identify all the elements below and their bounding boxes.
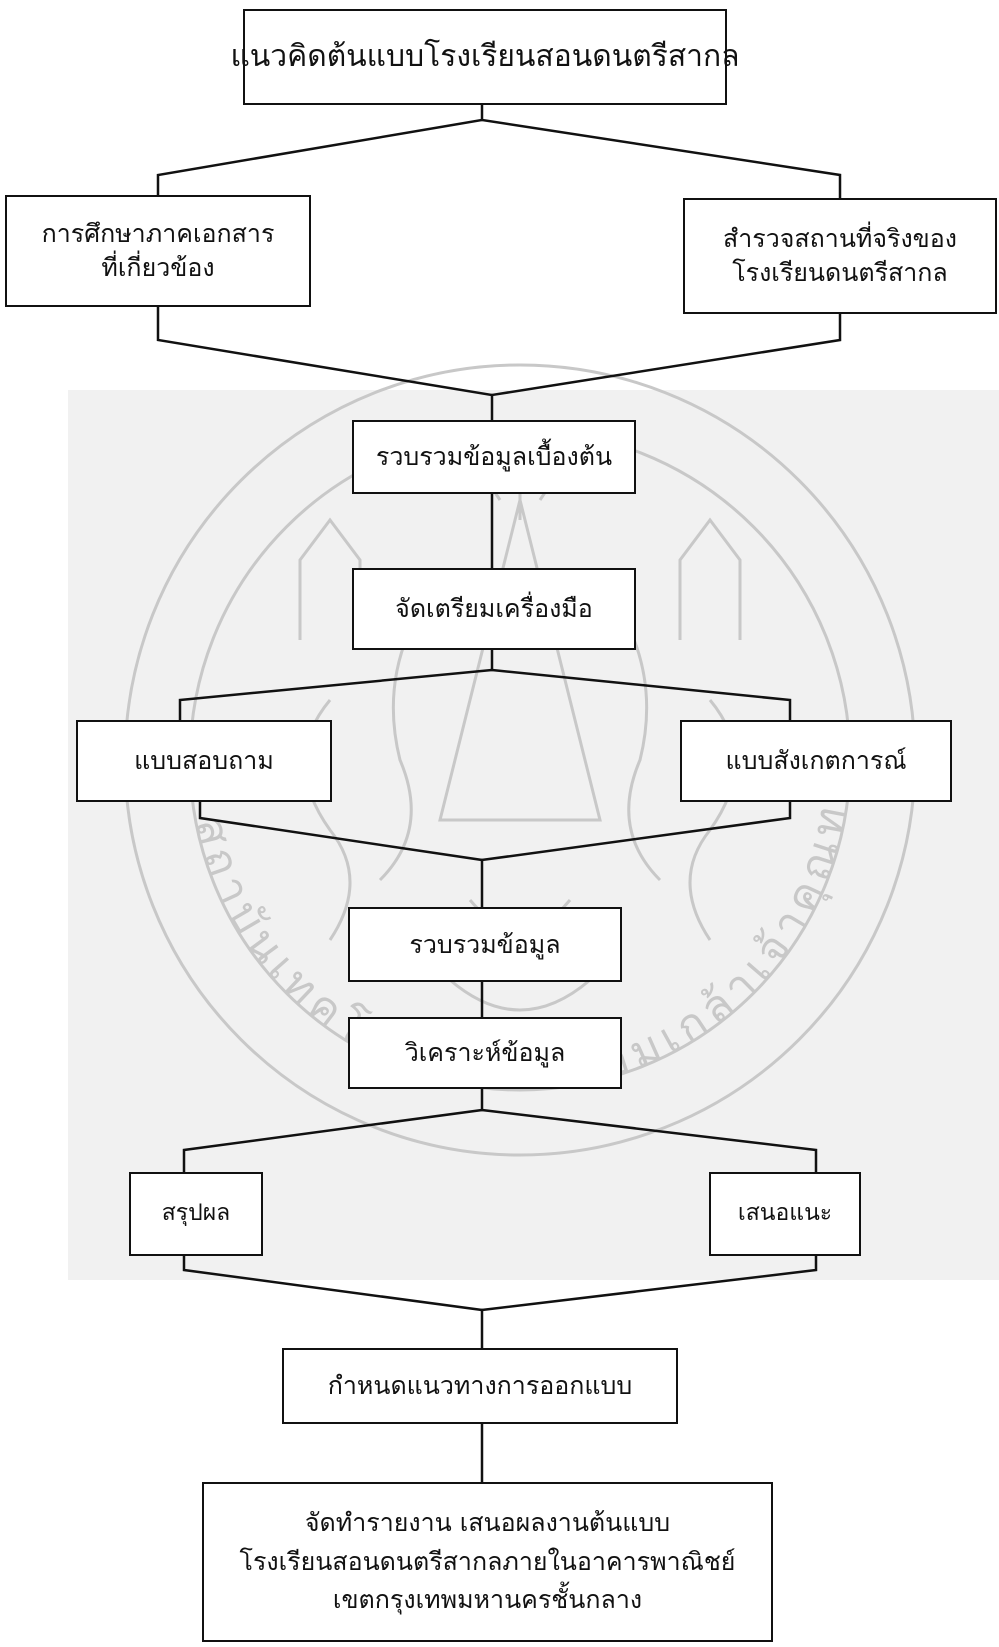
suggestion-text: เสนอแนะ — [737, 1200, 833, 1227]
prepare-tools-box: จัดเตรียมเครื่องมือ — [352, 568, 636, 650]
title-box: แนวคิดต้นแบบโรงเรียนสอนดนตรีสากล — [230, 9, 740, 105]
collect-preliminary-text: รวบรวมข้อมูลเบื้องต้น — [375, 442, 613, 472]
report-line3: เขตกรุงเทพมหานครชั้นกลาง — [332, 1585, 643, 1615]
questionnaire-text: แบบสอบถาม — [134, 746, 274, 776]
collect-data-text: รวบรวมข้อมูล — [409, 929, 561, 959]
observation-text: แบบสังเกตการณ์ — [725, 746, 907, 776]
study-documents-box: การศึกษาภาคเอกสาร ที่เกี่ยวข้อง — [5, 195, 311, 307]
suggestion-box: เสนอแนะ — [709, 1172, 861, 1256]
report-line2: โรงเรียนสอนดนตรีสากลภายในอาคารพาณิชย์ — [239, 1546, 736, 1576]
site-survey-line1: สำรวจสถานที่จริงของ — [722, 224, 957, 254]
questionnaire-box: แบบสอบถาม — [76, 720, 332, 802]
prepare-tools-text: จัดเตรียมเครื่องมือ — [395, 594, 593, 624]
collect-data-box: รวบรวมข้อมูล — [348, 907, 622, 982]
site-survey-box: สำรวจสถานที่จริงของ โรงเรียนดนตรีสากล — [683, 198, 997, 314]
report-box: จัดทำรายงาน เสนอผลงานต้นแบบ โรงเรียนสอนด… — [202, 1482, 773, 1642]
design-guideline-box: กำหนดแนวทางการออกแบบ — [282, 1348, 678, 1424]
conclusion-text: สรุปผล — [161, 1200, 231, 1227]
study-documents-line2: ที่เกี่ยวข้อง — [101, 253, 215, 282]
analyze-data-text: วิเคราะห์ข้อมูล — [404, 1038, 566, 1068]
collect-preliminary-box: รวบรวมข้อมูลเบื้องต้น — [352, 420, 636, 494]
design-guideline-text: กำหนดแนวทางการออกแบบ — [327, 1371, 633, 1401]
title-box-text: แนวคิดต้นแบบโรงเรียนสอนดนตรีสากล — [230, 38, 740, 74]
site-survey-line2: โรงเรียนดนตรีสากล — [732, 258, 948, 287]
analyze-data-box: วิเคราะห์ข้อมูล — [348, 1017, 622, 1089]
observation-box: แบบสังเกตการณ์ — [680, 720, 952, 802]
report-line1: จัดทำรายงาน เสนอผลงานต้นแบบ — [304, 1507, 671, 1537]
conclusion-box: สรุปผล — [129, 1172, 263, 1256]
watermark-background — [68, 390, 999, 1280]
study-documents-line1: การศึกษาภาคเอกสาร — [41, 219, 275, 249]
